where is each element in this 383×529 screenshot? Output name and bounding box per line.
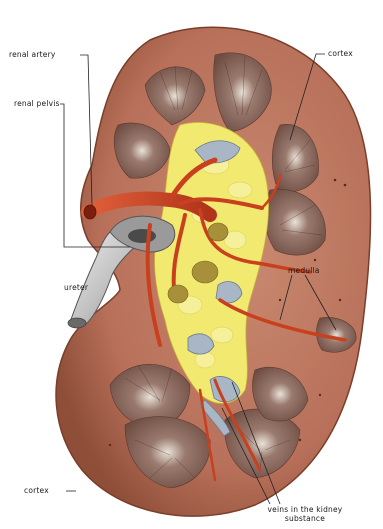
renal-pelvis-cavity [128, 229, 156, 243]
label-cortex-top: cortex [328, 49, 353, 58]
label-renal-pelvis: renal pelvis [14, 99, 60, 108]
label-veins-line1: veins in the kidney [250, 505, 360, 514]
label-medulla: medulla [288, 266, 320, 275]
ureter-opening [68, 318, 86, 328]
label-ureter: ureter [64, 283, 88, 292]
label-veins: veins in the kidney substance [250, 505, 360, 523]
label-veins-line2: substance [250, 514, 360, 523]
label-renal-artery: renal artery [9, 50, 56, 59]
renal-artery-lumen [84, 205, 96, 219]
label-cortex-bottom: cortex [24, 486, 49, 495]
